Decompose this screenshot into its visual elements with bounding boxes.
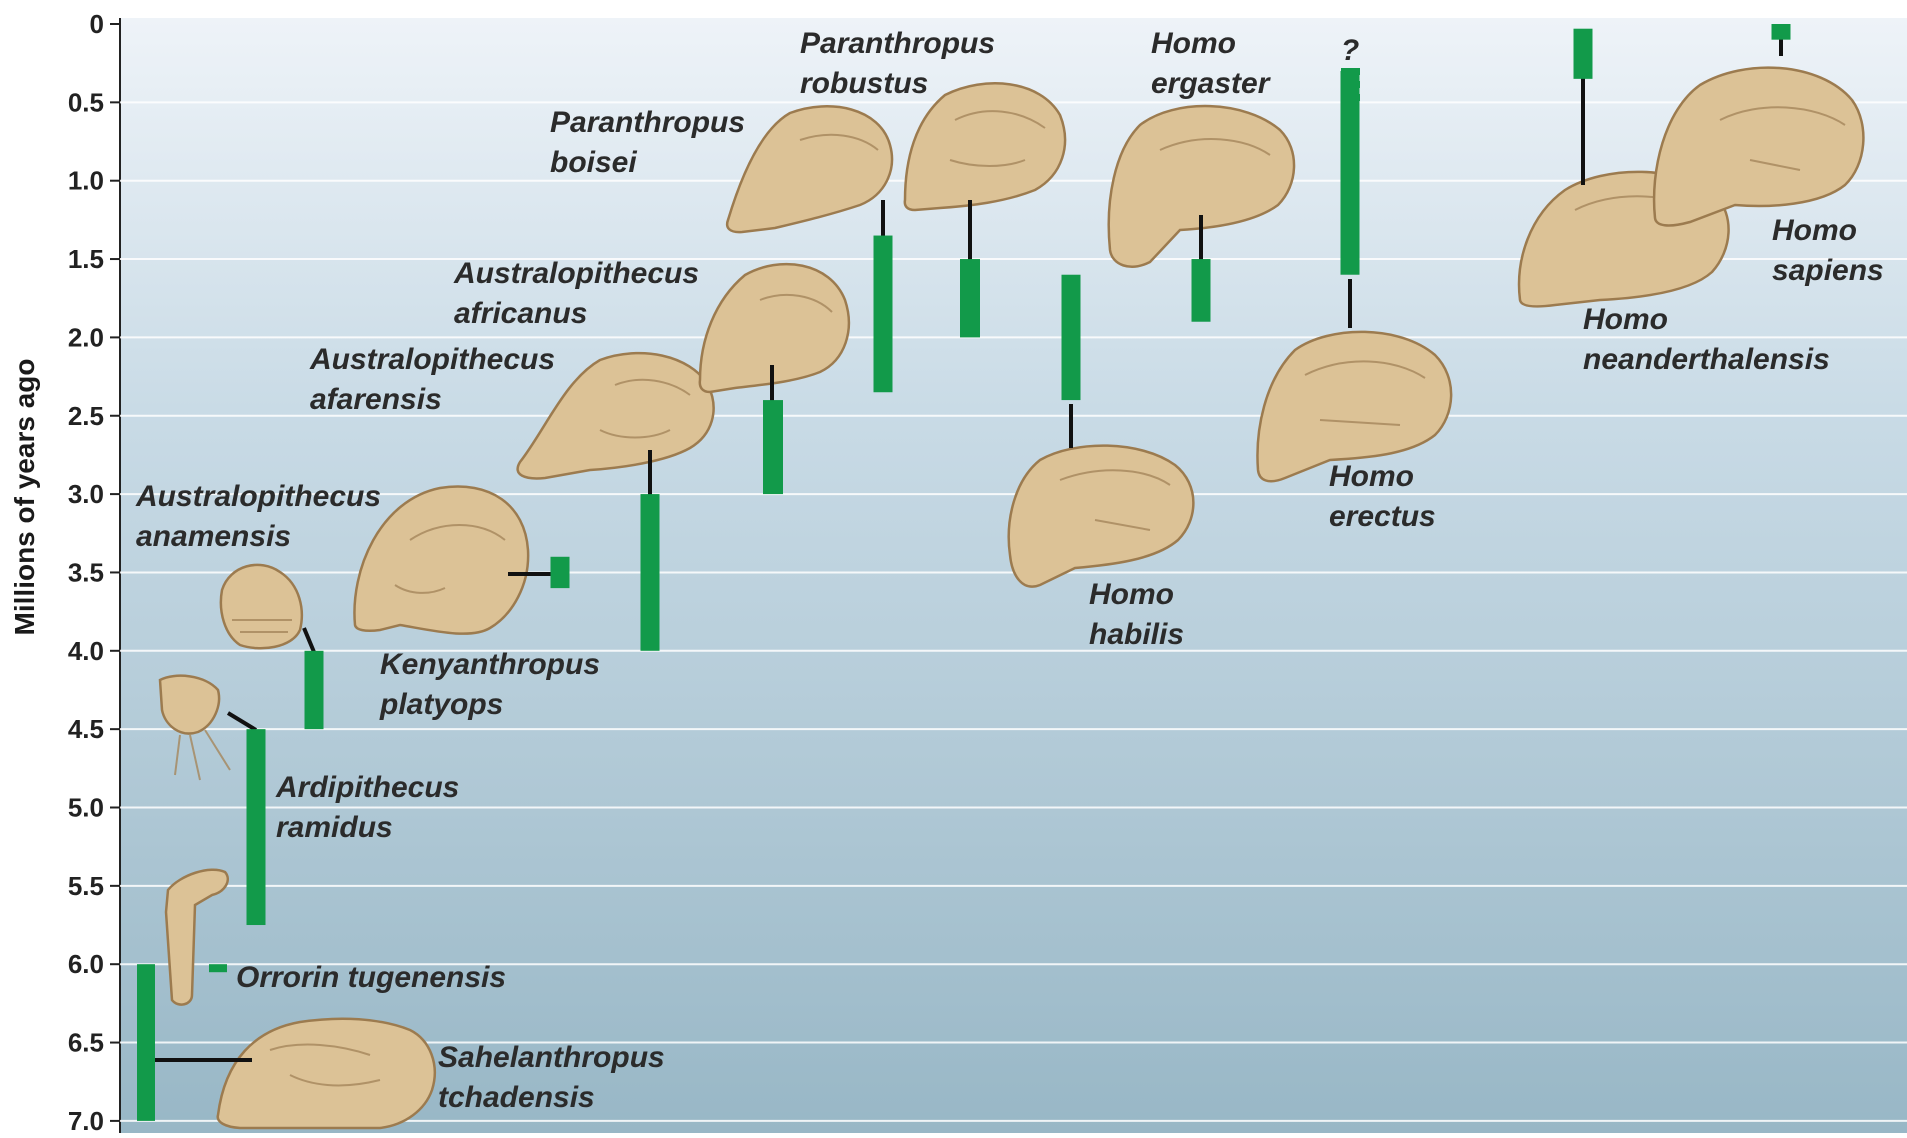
y-tick-label: 1.0 xyxy=(68,166,104,196)
y-tick-label: 2.0 xyxy=(68,322,104,352)
y-tick-label: 4.0 xyxy=(68,636,104,666)
label-orrorin: Orrorin tugenensis xyxy=(236,961,506,994)
range-bar-homo-habilis xyxy=(1062,275,1081,400)
range-bar-homo-ergaster xyxy=(1192,259,1211,322)
range-bar-paranthropus-boisei xyxy=(874,236,893,393)
y-tick-label: 1.5 xyxy=(68,244,104,274)
erectus-dash-3 xyxy=(1341,94,1360,101)
y-tick-label: 5.0 xyxy=(68,793,104,823)
erectus-uncertainty-dashes xyxy=(1341,68,1360,101)
range-bar-orrorin-tugenensis xyxy=(209,964,227,972)
range-bar-homo-sapiens xyxy=(1772,24,1791,40)
y-tick-label: 6.5 xyxy=(68,1028,104,1058)
y-tick-label: 3.5 xyxy=(68,557,104,587)
range-bar-australopithecus-africanus xyxy=(763,400,783,494)
y-tick-labels: 0 0.5 1.0 1.5 2.0 2.5 3.0 3.5 4.0 4.5 5.0 5.5 6.0 6.5… xyxy=(68,9,120,1133)
y-tick-label: 5.5 xyxy=(68,871,104,901)
range-bar-ardipithecus-ramidus xyxy=(247,729,266,925)
erectus-uncertain-marker: ? xyxy=(1341,34,1359,67)
erectus-dash-1 xyxy=(1341,68,1360,75)
y-tick-label: 4.5 xyxy=(68,714,104,744)
y-axis-title: Millions of years ago xyxy=(9,359,40,636)
range-bar-homo-neanderthalensis xyxy=(1574,29,1593,79)
erectus-dash-2 xyxy=(1341,81,1360,88)
y-tick-label: 3.0 xyxy=(68,479,104,509)
y-tick-label: 0.5 xyxy=(68,87,104,117)
y-tick-label: 6.0 xyxy=(68,949,104,979)
range-bar-kenyanthropus-platyops xyxy=(551,557,570,588)
y-tick-label: 7.0 xyxy=(68,1106,104,1133)
y-tick-label: 2.5 xyxy=(68,401,104,431)
range-bar-australopithecus-afarensis xyxy=(641,494,660,651)
range-bar-paranthropus-robustus xyxy=(960,259,980,337)
range-bar-homo-erectus xyxy=(1341,71,1360,275)
range-bar-australopithecus-anamensis xyxy=(305,651,324,729)
y-tick-label: 0 xyxy=(90,9,104,39)
range-bar-sahelanthropus-tchadensis xyxy=(137,964,155,1121)
